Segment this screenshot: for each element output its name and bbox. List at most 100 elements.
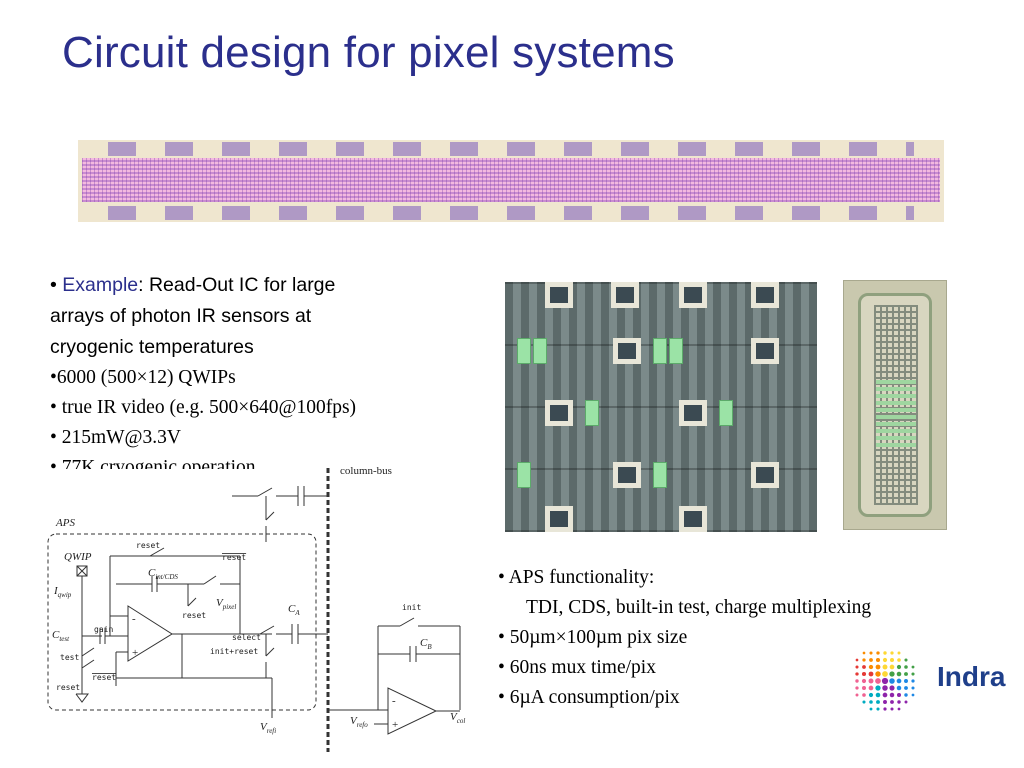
green-cell	[517, 462, 531, 488]
logo-dot	[875, 685, 881, 691]
logo-dot	[904, 686, 908, 690]
logo-dot	[875, 692, 881, 698]
logo-dot	[881, 677, 889, 685]
logo-dot	[861, 678, 867, 684]
logo-dot	[911, 672, 915, 676]
logo-dot	[889, 671, 895, 677]
pad-cell	[751, 282, 779, 308]
right-bullet-list: • APS functionality: TDI, CDS, built-in …	[498, 563, 1008, 713]
logo-dot	[876, 700, 880, 704]
init-label: init	[402, 603, 421, 612]
example-text: : Read-Out IC for large	[138, 274, 336, 296]
logo-dot	[896, 664, 902, 670]
column-bus-label: column-bus	[340, 465, 392, 477]
c-a-label: CA	[288, 603, 300, 617]
logo-dot	[897, 651, 901, 655]
logo-dot	[876, 651, 880, 655]
logo-dot	[855, 686, 859, 690]
bullet-qwips: •6000 (500×12) QWIPs	[50, 367, 236, 388]
example-label: Example	[62, 274, 139, 296]
logo-dot	[855, 665, 859, 669]
pad-cell	[751, 462, 779, 488]
v-refi-label: Vrefi	[260, 721, 276, 735]
green-cell	[517, 338, 531, 364]
logo-dot	[882, 657, 888, 663]
green-cell	[653, 338, 667, 364]
logo-dot	[896, 671, 902, 677]
logo-dot	[882, 671, 888, 677]
logo-dot	[911, 686, 915, 690]
logo-dot	[889, 678, 895, 684]
chip-layout-strip-image	[78, 140, 944, 222]
i-qwip-label: Iqwip	[53, 585, 72, 599]
bullet-example: • Example: Read-Out IC for large	[50, 270, 480, 301]
opamp2-plus: +	[392, 719, 398, 731]
logo-wordmark: Indra	[937, 661, 1006, 692]
pad-cell	[545, 282, 573, 308]
green-cell	[585, 400, 599, 426]
bullet-ir-video: • true IR video (e.g. 500×640@100fps)	[50, 397, 357, 418]
logo-dot	[875, 671, 881, 677]
logo-dot	[882, 685, 888, 691]
pad-cell	[611, 282, 639, 308]
logo-dot	[861, 671, 867, 677]
reset-bar-label-top: reset	[222, 553, 246, 562]
opamp1-minus: -	[132, 613, 136, 625]
logo-dot	[911, 679, 915, 683]
logo-dot	[882, 692, 888, 698]
reset-label-top: reset	[136, 541, 160, 550]
logo-dot	[896, 685, 902, 691]
bullet-power: • 215mW@3.3V	[50, 427, 181, 448]
logo-dot	[897, 707, 901, 711]
aps-circuit-schematic: column-bus APS QWIP Iqwip Ctest gain tes…	[47, 465, 465, 752]
logo-dot	[869, 658, 873, 662]
logo-dot	[896, 692, 902, 698]
bullet-example-line2: arrays of photon IR sensors at	[50, 305, 312, 327]
logo-dot	[876, 707, 880, 711]
aps-label: APS	[55, 517, 75, 529]
logo-dot	[875, 664, 881, 670]
strip-bottom-pads	[108, 206, 914, 220]
logo-dot	[855, 693, 859, 697]
bullet-aps-functionality: • APS functionality:	[498, 567, 655, 588]
strip-pixel-array	[82, 158, 940, 202]
bullet-aps-functionality-detail: TDI, CDS, built-in test, charge multiple…	[526, 597, 872, 618]
strip-top-pads	[108, 142, 914, 156]
logo-dot	[911, 693, 915, 697]
indra-logo-icon	[855, 651, 915, 711]
logo-dot	[862, 693, 866, 697]
select-label: select	[232, 633, 261, 642]
logo-dot	[890, 707, 894, 711]
logo-dot	[890, 651, 894, 655]
logo-dot	[868, 671, 874, 677]
pad-cell	[679, 400, 707, 426]
bullet-consumption: • 6µA consumption/pix	[498, 687, 680, 708]
logo-dot	[862, 665, 866, 669]
logo-dot	[889, 657, 895, 663]
bullet-pix-size: • 50µm×100µm pix size	[498, 627, 688, 648]
bullet-example-line3: cryogenic temperatures	[50, 336, 254, 358]
bullet-cryogenic: • 77K cryogenic operation	[50, 457, 256, 469]
logo-dot	[855, 672, 859, 676]
logo-dot	[869, 707, 873, 711]
logo-dot	[883, 707, 887, 711]
pad-cell	[545, 400, 573, 426]
slide-title: Circuit design for pixel systems	[62, 28, 675, 77]
c-b-label: CB	[420, 637, 432, 651]
pad-cell	[679, 282, 707, 308]
gain-label: gain	[94, 625, 113, 634]
logo-dot	[855, 658, 859, 662]
logo-dot	[897, 658, 901, 662]
qwip-label: QWIP	[64, 551, 92, 563]
c-int-label: Cint/CDS	[148, 567, 178, 581]
logo-dot	[897, 700, 901, 704]
c-test-label: Ctest	[52, 629, 70, 643]
pad-cell	[751, 338, 779, 364]
logo-dot	[904, 658, 908, 662]
green-cell	[669, 338, 683, 364]
logo-dot	[875, 678, 881, 684]
logo-dot	[861, 685, 867, 691]
pad-cell	[613, 338, 641, 364]
logo-dot	[890, 700, 894, 704]
logo-dot	[862, 700, 866, 704]
